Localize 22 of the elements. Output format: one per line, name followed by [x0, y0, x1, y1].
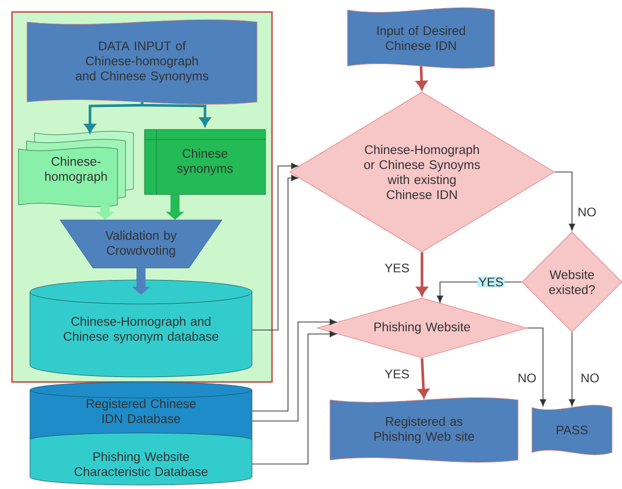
arrow: [418, 358, 429, 398]
database-cylinder: Chinese-Homograph and Chinese synonym database: [30, 280, 252, 378]
arrow: [252, 162, 298, 330]
edge-label: NO: [516, 372, 538, 384]
arrow: [416, 66, 428, 90]
table-box: Chinese synonyms: [144, 129, 266, 195]
arrow: [252, 330, 337, 464]
arrow: [140, 102, 210, 127]
arrow: [252, 318, 337, 422]
edge-label: YES: [478, 276, 504, 288]
arrow: [554, 172, 576, 231]
edge-label: NO: [576, 206, 598, 218]
arrow: [252, 174, 298, 412]
arrow: [416, 252, 428, 296]
edge-label: NO: [580, 372, 600, 384]
arrow: [568, 332, 576, 406]
database-cylinder: Phishing Website Characteristic Database: [30, 432, 252, 486]
trapezoid-box: Validation by Crowdvoting: [60, 220, 222, 268]
edge-label: YES: [384, 368, 410, 380]
arrow: [84, 102, 144, 134]
arrow: [526, 328, 546, 406]
edge-label: YES: [384, 262, 410, 274]
